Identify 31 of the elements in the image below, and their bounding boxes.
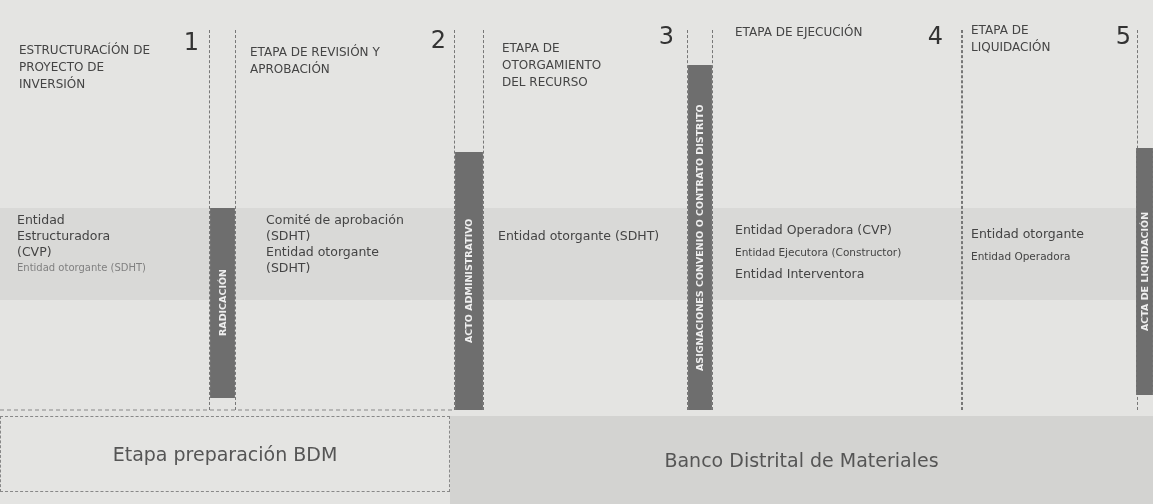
entity-label: Entidad Interventora <box>735 266 866 282</box>
phase-label: Banco Distrital de Materiales <box>663 448 940 473</box>
milestone-label: ACTO ADMINISTRATIVO <box>462 217 476 346</box>
stage-title: ESTRUCTURACÍÓN DE PROYECTO DE INVERSIÓN <box>19 42 151 93</box>
stage-title: ETAPA DE EJECUCIÓN <box>735 24 864 41</box>
entity-label: Entidad Estructuradora (CVP) <box>17 212 112 260</box>
milestone-label: RADICACIÓN <box>215 268 229 339</box>
entity-label: Entidad otorgante <box>971 226 1085 242</box>
milestone-bar <box>1136 148 1153 395</box>
stage-number: 3 <box>657 22 674 50</box>
entity-label: Entidad Ejecutora (Constructor) <box>735 246 903 258</box>
stage-number: 4 <box>926 22 943 50</box>
entity-label: Entidad Operadora <box>971 250 1072 262</box>
stage-title: ETAPA DE OTORGAMIENTO DEL RECURSO <box>502 40 603 91</box>
entity-label: Comité de aprobación (SDHT) <box>266 212 405 244</box>
entity-label: Entidad otorgante (SDHT) <box>498 228 661 244</box>
milestone-label: ACTA DE LIQUIDACIÓN <box>1137 210 1151 334</box>
entity-label: Entidad otorgante (SDHT) <box>17 262 147 273</box>
milestone-bar <box>455 152 483 410</box>
phase-label: Etapa preparación BDM <box>111 442 339 467</box>
stage-number: 2 <box>429 26 446 54</box>
stage-title: ETAPA DE REVISIÓN Y APROBACIÓN <box>250 44 381 78</box>
milestone-label: ASIGNACIONES CONVENIO O CONTRATO DISTRITO <box>693 103 707 373</box>
stage-number: 5 <box>1114 22 1131 50</box>
stage-title: ETAPA DE LIQUIDACIÓN <box>971 22 1052 56</box>
milestone-bar <box>210 208 235 398</box>
entity-label: Entidad otorgante (SDHT) <box>266 244 380 276</box>
entity-label: Entidad Operadora (CVP) <box>735 222 893 238</box>
stage-number: 1 <box>182 28 199 56</box>
milestone-bar <box>688 65 712 410</box>
phase-band <box>450 416 1153 504</box>
